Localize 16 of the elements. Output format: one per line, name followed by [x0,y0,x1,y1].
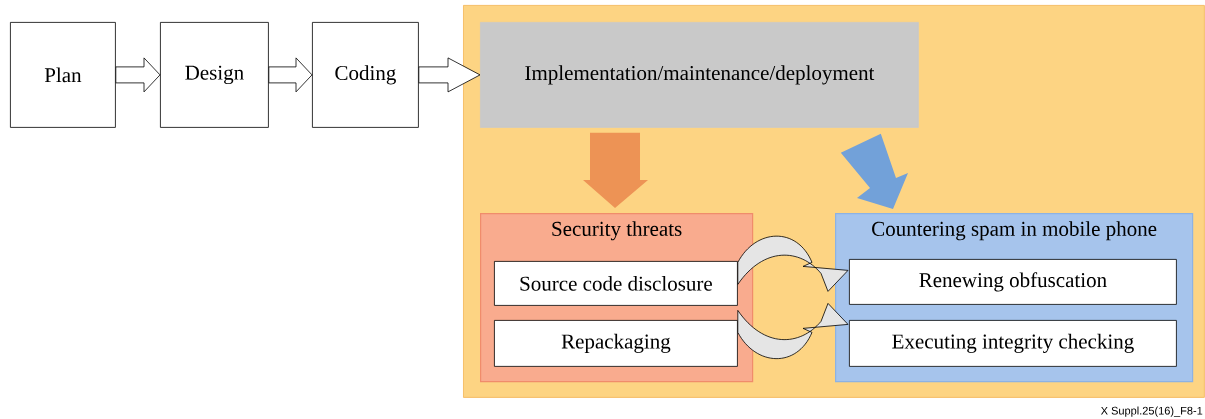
block-arrow [583,132,648,208]
process-box: Coding [312,22,419,128]
process-box: Design [160,22,269,128]
item-box: Source code disclosure [494,261,738,306]
block-arrow [115,57,161,93]
curved-arrow [737,303,849,360]
block-arrow [840,133,908,209]
block-arrow [268,57,313,93]
process-box: Implementation/maintenance/deployment [480,22,919,128]
item-box: Renewing obfuscation [849,259,1177,305]
item-box: Executing integrity checking [849,320,1177,367]
figure-code: X Suppl.25(16)_F8-1 [1100,406,1203,417]
process-box: Plan [10,22,116,128]
item-box: Repackaging [494,320,738,367]
curved-arrow [737,235,849,292]
block-arrow [418,57,481,93]
